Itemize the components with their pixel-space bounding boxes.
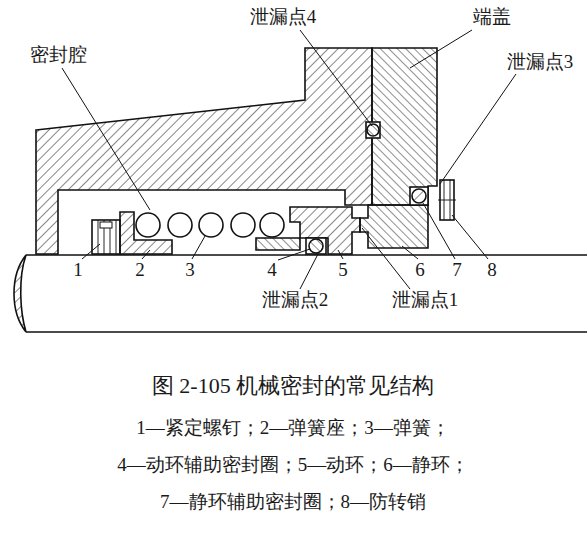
callout-number: 8 bbox=[486, 260, 498, 281]
leak-point-label: 泄漏点1 bbox=[391, 290, 460, 311]
callout-number: 1 bbox=[72, 260, 84, 281]
stationary-ring bbox=[360, 205, 428, 248]
parts-list-line: 4—动环辅助密封圈；5—动环；6—静环； bbox=[116, 455, 470, 476]
gland bbox=[372, 48, 437, 205]
housing-oring bbox=[367, 124, 379, 136]
screw-thread bbox=[98, 220, 116, 254]
seal-housing bbox=[36, 48, 372, 254]
spring-coil bbox=[231, 213, 255, 237]
part-label: 密封腔 bbox=[29, 45, 88, 66]
screw-socket bbox=[100, 222, 112, 228]
static-oring-groove bbox=[410, 187, 428, 205]
part-label: 端盖 bbox=[472, 7, 512, 28]
spring-seat bbox=[120, 212, 172, 254]
shaft-break bbox=[14, 255, 26, 332]
callout-number: 6 bbox=[414, 260, 426, 281]
pin-detail bbox=[438, 180, 456, 220]
push-sleeve bbox=[256, 238, 300, 250]
leader-lines bbox=[62, 30, 516, 289]
shaft-outline bbox=[26, 255, 587, 332]
callout-number: 4 bbox=[266, 260, 278, 281]
leak-point-label: 泄漏点2 bbox=[261, 290, 330, 311]
figure-caption: 图 2-105 机械密封的常见结构 bbox=[151, 374, 435, 398]
set-screw bbox=[92, 220, 120, 254]
callout-number: 2 bbox=[134, 260, 146, 281]
parts-list-line: 7—静环辅助密封圈；8—防转销 bbox=[159, 492, 427, 513]
rotating-oring bbox=[309, 239, 323, 253]
leak-point-label: 泄漏点3 bbox=[506, 52, 575, 73]
callout-number: 7 bbox=[451, 260, 463, 281]
spring-coil bbox=[136, 213, 160, 237]
callout-number: 3 bbox=[184, 260, 196, 281]
oring-groove bbox=[306, 238, 326, 254]
spring-coil bbox=[199, 213, 223, 237]
static-oring bbox=[412, 189, 426, 203]
parts-list-line: 1—紧定螺钉；2—弹簧座；3—弹簧； bbox=[135, 418, 451, 439]
rotating-ring bbox=[290, 207, 360, 254]
spring-coil bbox=[260, 213, 284, 237]
callout-number: 5 bbox=[337, 260, 349, 281]
leak-point-label: 泄漏点4 bbox=[249, 7, 318, 28]
housing-oring-groove bbox=[366, 122, 380, 138]
spring-coil bbox=[168, 213, 192, 237]
